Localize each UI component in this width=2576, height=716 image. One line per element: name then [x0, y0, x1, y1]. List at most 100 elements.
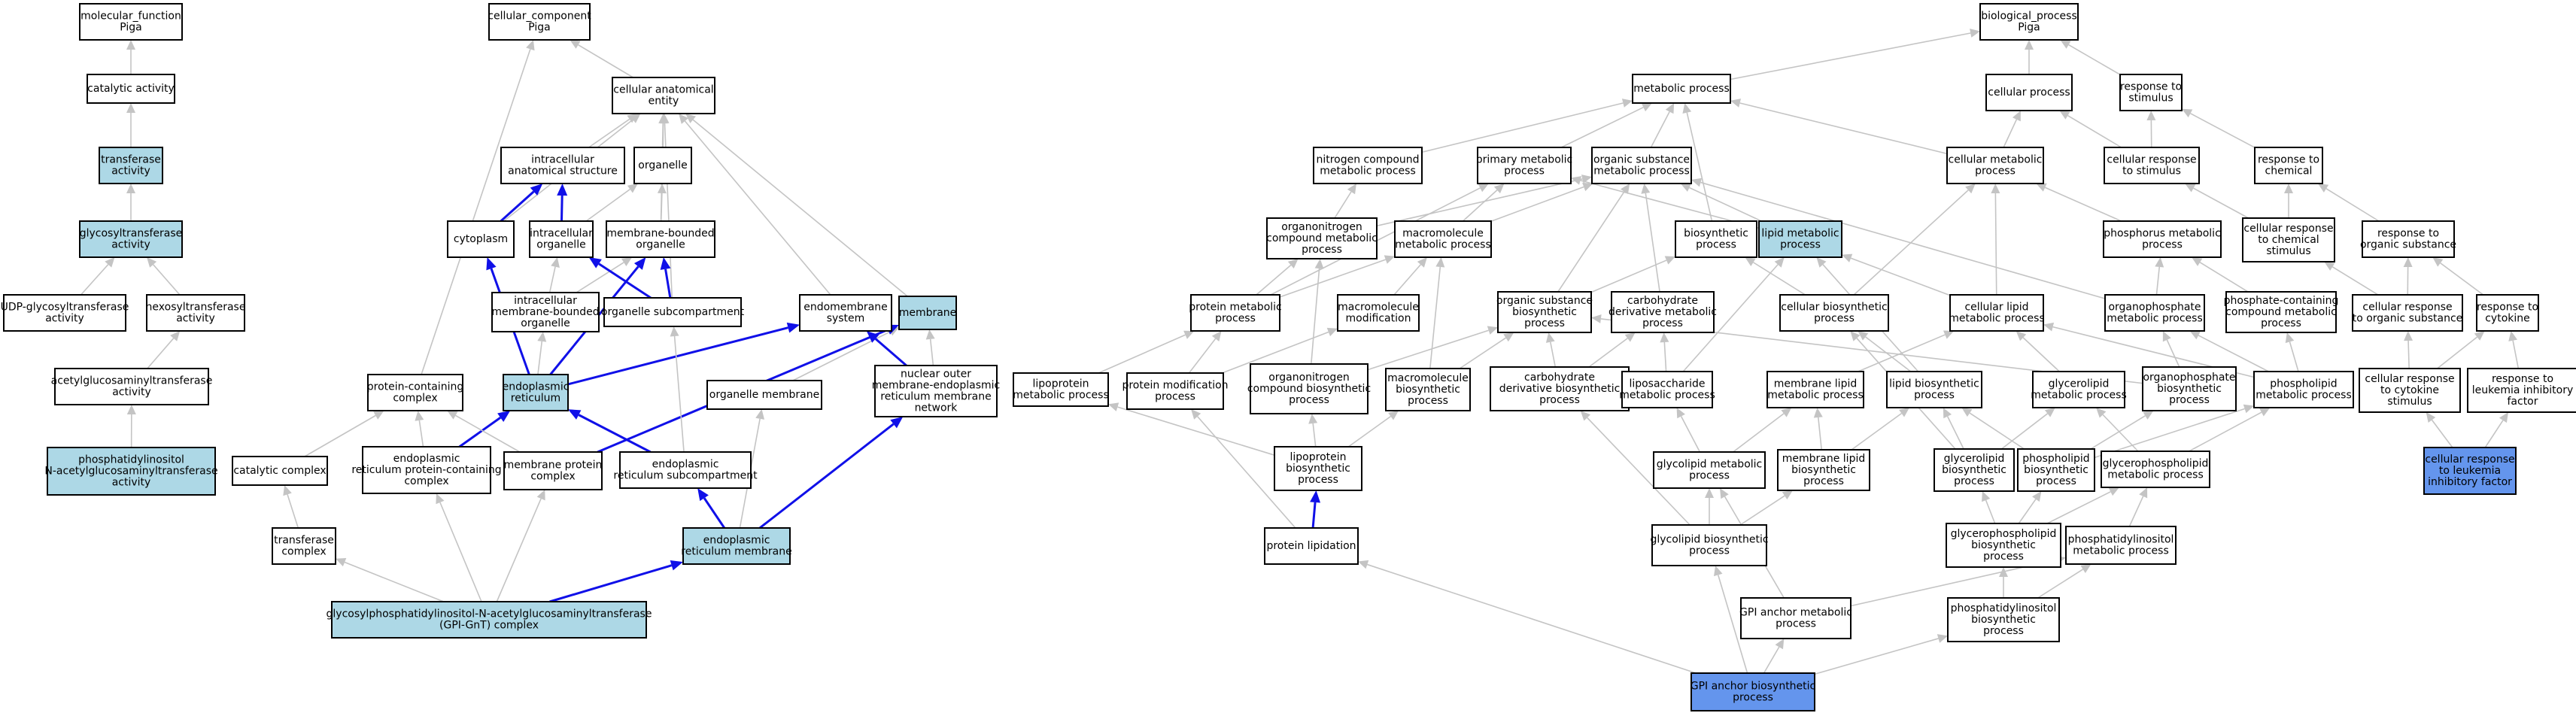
node-box — [1337, 294, 1420, 332]
go-term-node-cyto[interactable]: cytoplasm — [447, 220, 515, 258]
go-term-node-catcx[interactable]: catalytic complex — [232, 456, 328, 486]
node-label-line: process — [1975, 165, 2016, 177]
go-term-node-membrane[interactable]: membrane — [898, 296, 957, 330]
go-term-node-organelle[interactable]: organelle — [633, 147, 692, 184]
edge-membrane-to-cae — [685, 114, 908, 297]
node-box — [79, 3, 183, 41]
node-label-line: Piga — [120, 22, 142, 34]
edge-line — [1560, 106, 1644, 148]
go-term-node-omem[interactable]: organelle membrane — [706, 380, 822, 410]
arrowhead-icon — [1641, 184, 1651, 194]
edge-hexo-to-glyco — [147, 257, 181, 296]
arrowhead-icon — [1775, 639, 1785, 650]
go-term-node-cat[interactable]: catalytic activity — [87, 74, 175, 104]
go-term-node-gpignt[interactable]: glycosylphosphatidylinositol-N-acetylglu… — [327, 601, 652, 639]
go-term-node-plip[interactable]: protein lipidation — [1264, 527, 1359, 565]
arrowhead-icon — [2285, 332, 2295, 344]
node-label-line: glycerophospholipid — [1951, 528, 2057, 540]
go-term-node-pigact[interactable]: phosphatidylinositolN-acetylglucosaminyl… — [44, 447, 218, 496]
go-term-node-osub[interactable]: organelle subcompartment — [601, 297, 745, 327]
arrowhead-icon — [1310, 490, 1321, 503]
edge-mbo-to-organelle — [657, 184, 667, 222]
go-term-node-cellproc[interactable]: cellular process — [1985, 74, 2073, 111]
arrowhead-icon — [1691, 177, 1703, 187]
go-term-node-metab[interactable]: metabolic process — [1632, 74, 1731, 104]
edge-line — [2289, 341, 2299, 372]
node-label-line: Piga — [528, 22, 551, 34]
go-term-node-nuc[interactable]: nuclear outermembrane-endoplasmicreticul… — [872, 365, 1000, 417]
